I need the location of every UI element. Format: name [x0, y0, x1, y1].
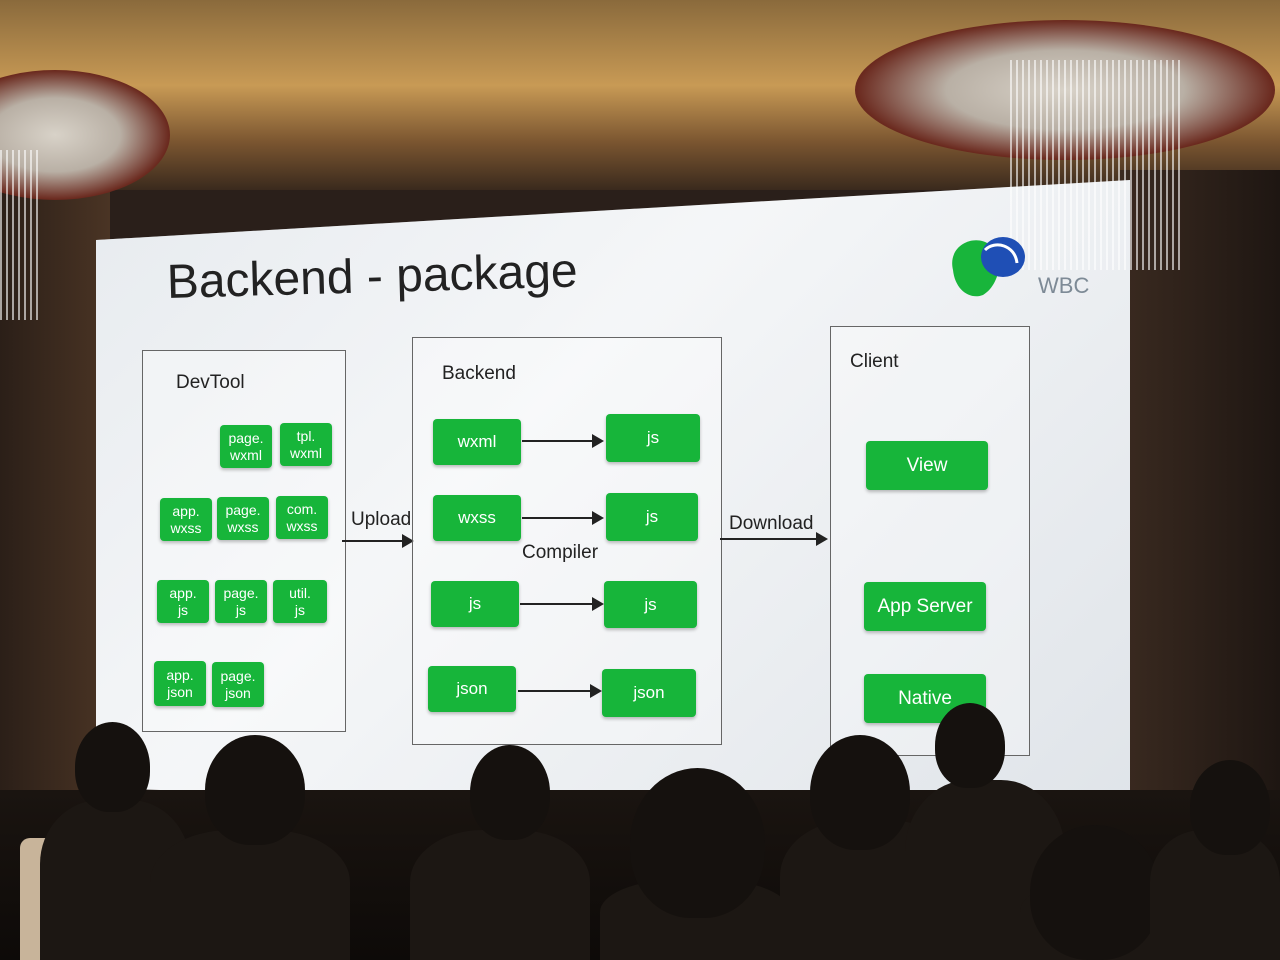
download-arrow [720, 532, 828, 546]
devtool-label: DevTool [176, 372, 245, 393]
audience-head [205, 735, 305, 845]
compiler-label: Compiler [522, 542, 599, 563]
file-app-js: app. js [157, 580, 209, 623]
audience-head [1030, 825, 1160, 960]
left-chandelier-strands [0, 150, 40, 320]
audience-head [1190, 760, 1270, 855]
upload-label: Upload [351, 509, 412, 530]
right-chandelier-strands [1010, 60, 1180, 270]
slide-title: Backend - package [166, 244, 579, 309]
compile-arrow-js [520, 597, 604, 611]
backend-input-wxss: wxss [433, 495, 521, 541]
file-util-js: util. js [273, 580, 327, 623]
file-page-json: page. json [212, 662, 264, 707]
audience-head [810, 735, 910, 850]
file-page-wxml: page. wxml [220, 425, 272, 468]
backend-label: Backend [442, 363, 516, 384]
audience-head [935, 703, 1005, 788]
file-app-json: app. json [154, 661, 206, 706]
file-page-wxss: page. wxss [217, 497, 269, 540]
audience-head [470, 745, 550, 840]
backend-output-js-2: js [606, 493, 698, 541]
file-com-wxss: com. wxss [276, 496, 328, 539]
audience-head [630, 768, 765, 918]
audience-member [150, 830, 350, 960]
file-app-wxss: app. wxss [160, 498, 212, 541]
download-label: Download [729, 513, 814, 534]
client-app-server: App Server [864, 582, 986, 631]
backend-output-js-1: js [606, 414, 700, 462]
backend-input-json: json [428, 666, 516, 712]
wbc-logo-icon [952, 237, 1025, 297]
audience-head [75, 722, 150, 812]
client-view: View [866, 441, 988, 490]
file-page-js: page. js [215, 580, 267, 623]
compile-arrow-wxss [522, 511, 604, 525]
logo-text: WBC [1038, 273, 1090, 298]
audience-member [410, 830, 590, 960]
backend-output-json: json [602, 669, 696, 717]
right-wall [1120, 170, 1280, 830]
upload-arrow [342, 534, 414, 548]
backend-output-js-3: js [604, 581, 697, 628]
compile-arrow-json [518, 684, 602, 698]
file-tpl-wxml: tpl. wxml [280, 423, 332, 466]
backend-input-wxml: wxml [433, 419, 521, 465]
client-label: Client [850, 351, 899, 372]
backend-input-js: js [431, 581, 519, 627]
compile-arrow-wxml [522, 434, 604, 448]
